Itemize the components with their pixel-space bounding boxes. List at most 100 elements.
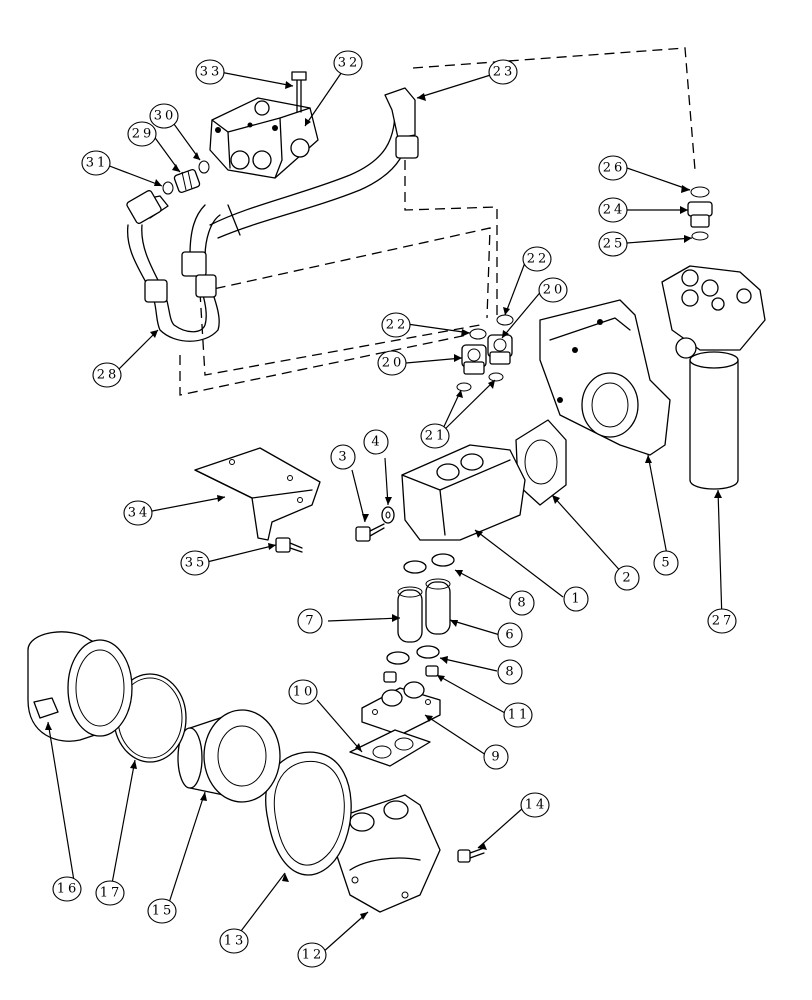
mounting-bracket bbox=[194, 447, 321, 541]
callout-1: 1 bbox=[563, 586, 589, 612]
o-ring-31 bbox=[162, 181, 174, 195]
fitting-24 bbox=[687, 201, 713, 228]
bolt-3 bbox=[355, 523, 385, 542]
callout-circle bbox=[149, 103, 179, 129]
callout-circle bbox=[488, 59, 518, 85]
screw-11 bbox=[383, 665, 439, 683]
callout-12: 12 bbox=[297, 942, 327, 968]
callout-33: 33 bbox=[195, 59, 225, 85]
callout-label: 29 bbox=[132, 127, 155, 142]
callout-25: 25 bbox=[598, 231, 628, 257]
callout-circle bbox=[420, 423, 450, 449]
o-ring-21-right bbox=[488, 372, 504, 382]
hose-clamp-8-lower bbox=[386, 645, 440, 665]
callout-circle bbox=[127, 121, 157, 147]
callout-circle bbox=[598, 197, 628, 223]
callout-circle bbox=[522, 246, 552, 272]
adapter-housing-12 bbox=[334, 794, 441, 913]
callout-7: 7 bbox=[297, 608, 323, 634]
callout-label: 2 bbox=[622, 571, 633, 586]
hose-assembly-upper bbox=[181, 87, 419, 277]
callout-label: 13 bbox=[224, 934, 247, 949]
callout-label: 28 bbox=[97, 368, 120, 383]
arrowheads bbox=[45, 81, 722, 920]
gasket-13 bbox=[265, 751, 352, 876]
fitting-20-left bbox=[461, 344, 487, 375]
callout-circle bbox=[123, 500, 153, 526]
filter-head-and-canister bbox=[661, 265, 766, 490]
callout-circle bbox=[333, 50, 363, 76]
callout-circle bbox=[614, 565, 640, 591]
callout-circle bbox=[330, 444, 356, 470]
pump-housing bbox=[539, 299, 671, 456]
gasket-10 bbox=[349, 729, 431, 767]
callout-circle bbox=[180, 550, 210, 576]
callout-circle bbox=[520, 792, 550, 818]
callout-4: 4 bbox=[363, 429, 389, 455]
callout-35: 35 bbox=[180, 550, 210, 576]
callout-circle bbox=[563, 586, 589, 612]
callout-6: 6 bbox=[497, 622, 523, 648]
callout-label: 3 bbox=[338, 450, 349, 465]
callout-label: 32 bbox=[338, 56, 361, 71]
callout-label: 35 bbox=[185, 556, 208, 571]
callout-circle bbox=[381, 312, 411, 338]
callout-label: 26 bbox=[603, 161, 626, 176]
callout-27: 27 bbox=[707, 608, 737, 634]
callout-34: 34 bbox=[123, 500, 153, 526]
callout-circle bbox=[81, 150, 111, 176]
callout-circle bbox=[52, 876, 82, 902]
callout-circle bbox=[707, 608, 737, 634]
callout-circle bbox=[598, 231, 628, 257]
callout-label: 4 bbox=[371, 435, 382, 450]
callout-label: 6 bbox=[505, 628, 516, 643]
bell-housing-16 bbox=[27, 631, 133, 742]
adapter-plate-9 bbox=[361, 681, 441, 736]
callout-label: 11 bbox=[508, 708, 531, 723]
o-ring-22-left bbox=[469, 328, 487, 340]
callout-label: 23 bbox=[493, 65, 516, 80]
callout-20: 20 bbox=[538, 277, 568, 303]
callout-label: 15 bbox=[152, 904, 175, 919]
callout-label: 5 bbox=[661, 556, 672, 571]
o-ring-30 bbox=[198, 160, 210, 174]
hose-assembly-lower bbox=[126, 190, 220, 342]
callout-circle bbox=[95, 880, 125, 906]
hose-routing-dashed-lines bbox=[179, 47, 696, 396]
callout-32: 32 bbox=[333, 50, 363, 76]
callout-30: 30 bbox=[149, 103, 179, 129]
callout-8: 8 bbox=[509, 590, 535, 616]
callout-circle bbox=[195, 59, 225, 85]
callout-label: 20 bbox=[543, 283, 566, 298]
callout-22: 22 bbox=[522, 246, 552, 272]
callout-13: 13 bbox=[219, 928, 249, 954]
callout-8: 8 bbox=[497, 659, 523, 685]
callout-15: 15 bbox=[147, 898, 177, 924]
callout-20: 20 bbox=[377, 350, 407, 376]
callout-31: 31 bbox=[81, 150, 111, 176]
fitting-20-right bbox=[487, 334, 513, 365]
callout-label: 1 bbox=[571, 592, 582, 607]
callout-17: 17 bbox=[95, 880, 125, 906]
callout-circle bbox=[538, 277, 568, 303]
callout-circle bbox=[509, 590, 535, 616]
callout-label: 33 bbox=[200, 65, 223, 80]
callout-circle bbox=[297, 608, 323, 634]
callout-10: 10 bbox=[288, 679, 318, 705]
callout-label: 25 bbox=[603, 237, 626, 252]
callout-23: 23 bbox=[488, 59, 518, 85]
callout-circle bbox=[147, 898, 177, 924]
o-ring-21-left bbox=[456, 382, 472, 392]
callout-circle bbox=[288, 679, 318, 705]
callout-16: 16 bbox=[52, 876, 82, 902]
hose-clamp-8-upper bbox=[403, 553, 455, 574]
callout-label: 7 bbox=[305, 614, 316, 629]
callout-circle bbox=[503, 702, 533, 728]
callout-29: 29 bbox=[127, 121, 157, 147]
callout-28: 28 bbox=[92, 362, 122, 388]
callout-14: 14 bbox=[520, 792, 550, 818]
callout-label: 30 bbox=[154, 109, 177, 124]
callout-circle bbox=[497, 622, 523, 648]
callout-label: 20 bbox=[382, 356, 405, 371]
